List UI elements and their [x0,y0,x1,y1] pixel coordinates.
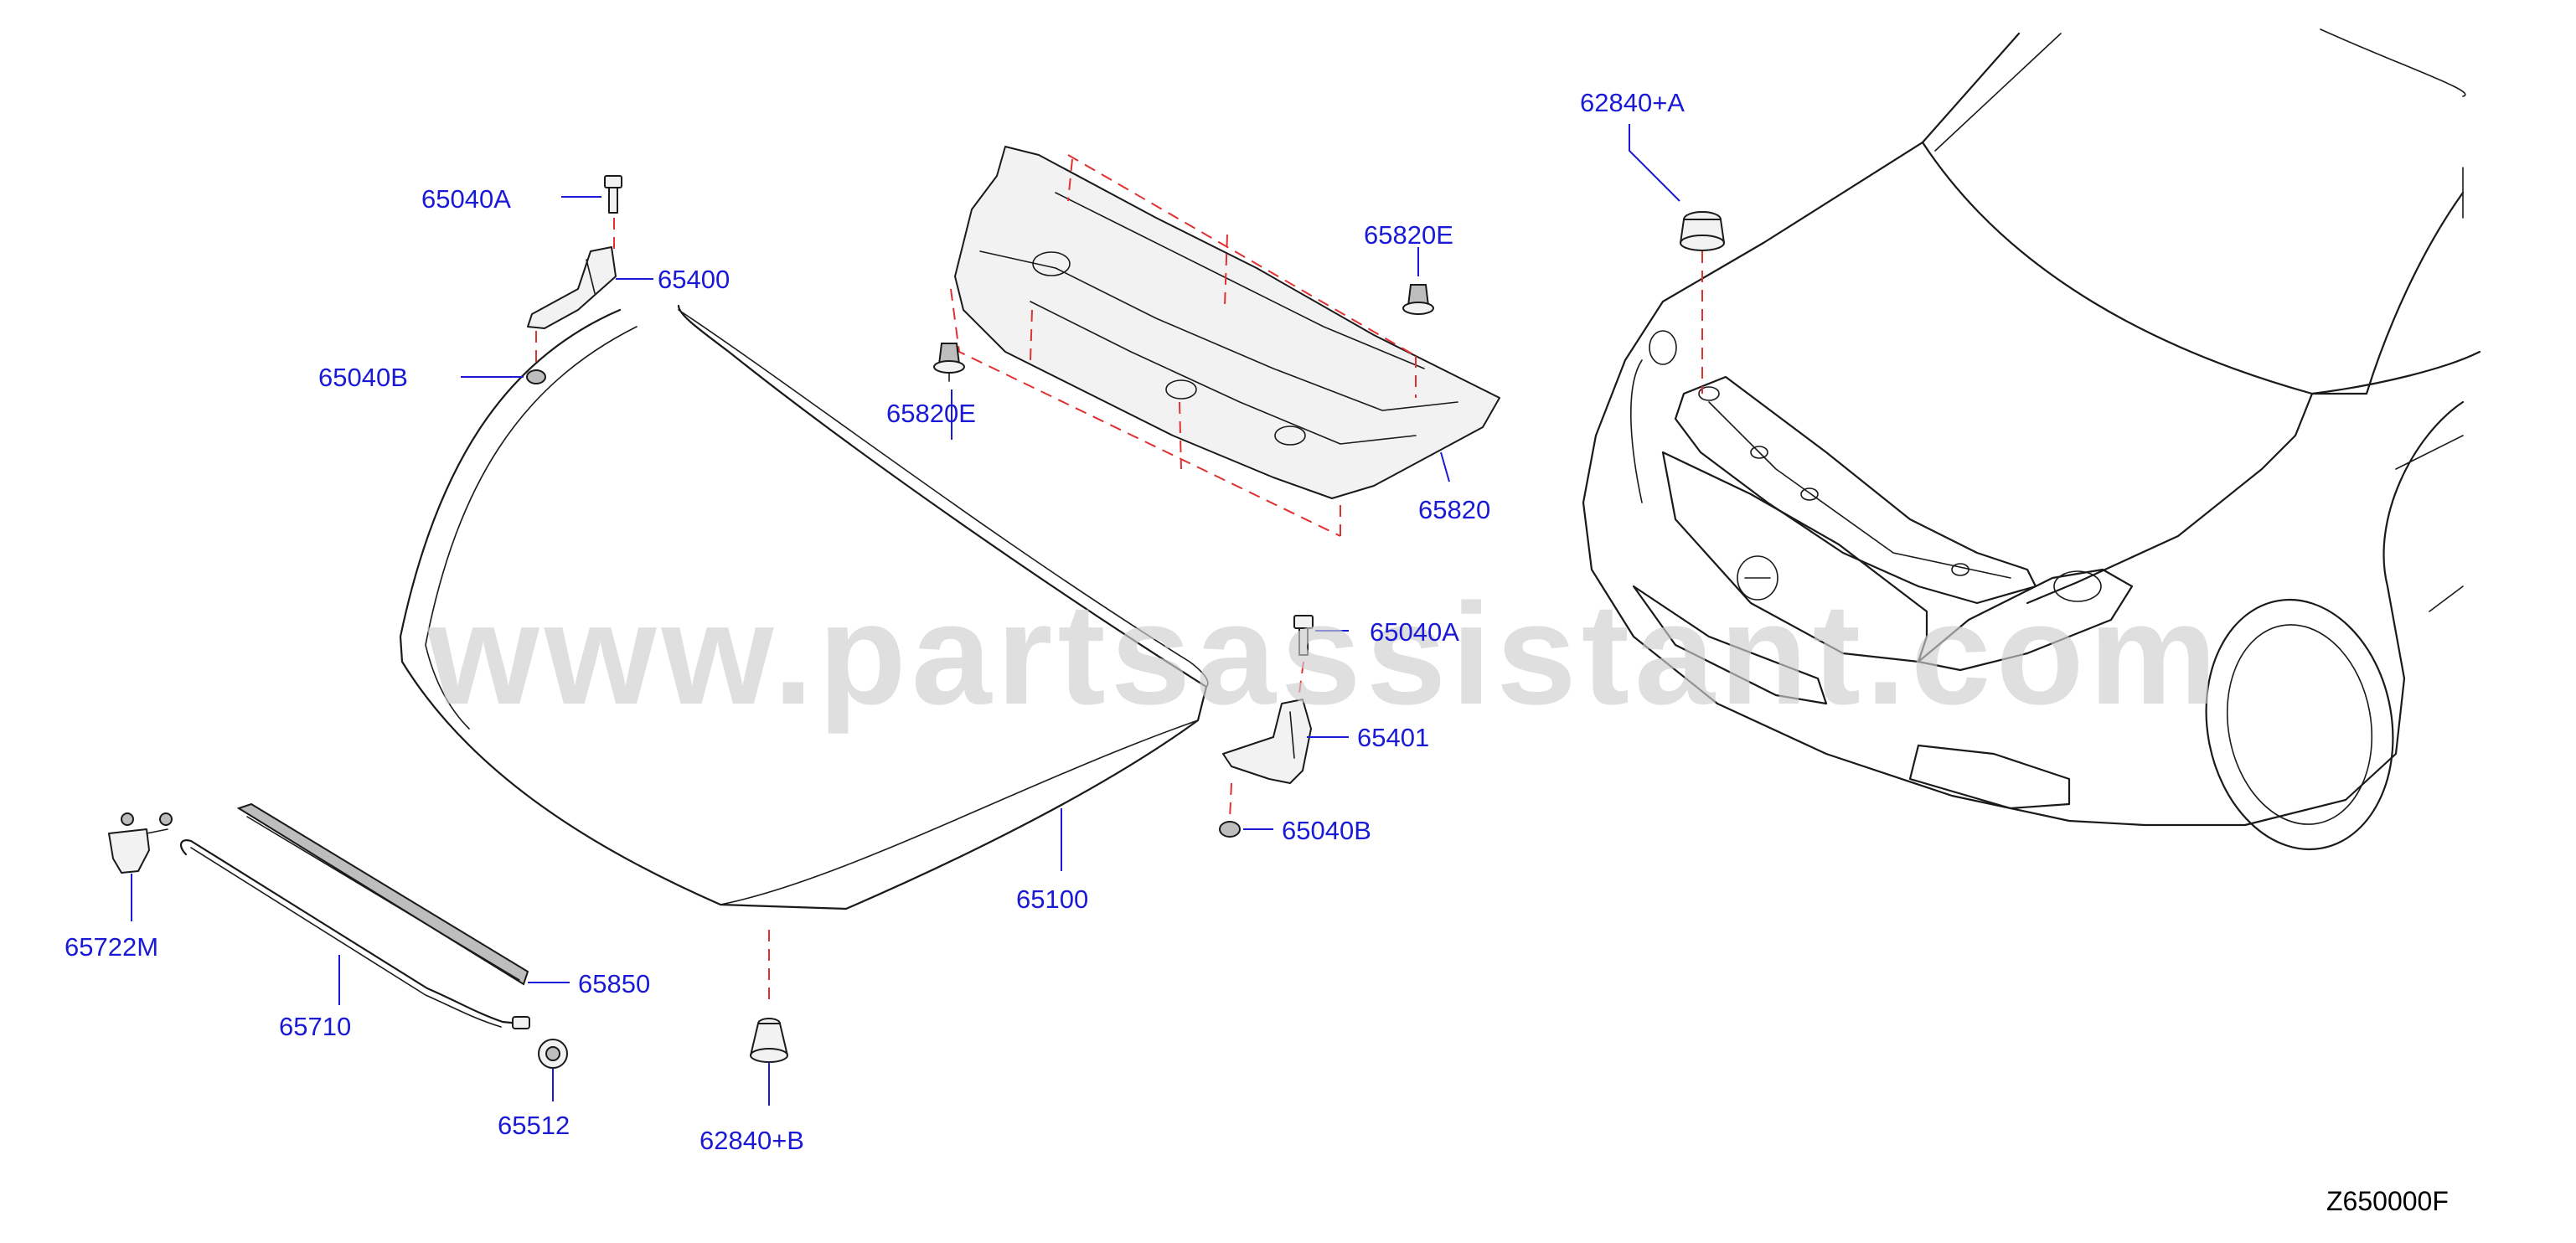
label-65401[interactable]: 65401 [1357,723,1429,752]
bolt-65040a-top[interactable] [604,175,622,214]
hood-hinge-right[interactable] [1222,699,1312,784]
clip-65820e-right[interactable] [1402,284,1434,315]
grommet-65512[interactable] [538,1039,568,1069]
nut-65040b-top[interactable] [526,369,546,384]
label-62840b[interactable]: 62840+B [699,1126,804,1155]
label-65100[interactable]: 65100 [1016,885,1088,914]
hood-stay-rod-65710[interactable] [179,839,530,1029]
watermark: www.partsassistant.com [426,574,2222,735]
hood-insulator[interactable] [954,146,1500,499]
hinge-right-guide [1298,661,1304,700]
label-65820e-left[interactable]: 65820E [886,399,976,428]
hinge-right-guide-lower [1229,782,1232,820]
clip-65820e-left[interactable] [933,343,965,382]
label-65400[interactable]: 65400 [658,265,730,294]
label-65820e-right[interactable]: 65820E [1364,220,1453,250]
bumper-62840b[interactable] [750,1018,788,1063]
label-65040b-mid[interactable]: 65040B [1282,816,1371,845]
bolt-65040a-mid[interactable] [1293,615,1314,656]
diagram-code: Z650000F [2326,1186,2449,1216]
hood-seal-65850[interactable] [236,802,529,986]
label-65040a-top[interactable]: 65040A [421,184,511,214]
label-65820[interactable]: 65820 [1418,495,1490,524]
bumper-62840a[interactable] [1680,211,1725,251]
hood-panel[interactable] [399,304,1209,910]
part-labels: 65040A 65400 65040B 65820E 65820E 65820 … [65,88,1685,1155]
label-65710[interactable]: 65710 [279,1012,351,1041]
label-65722m[interactable]: 65722M [65,932,158,962]
label-65850[interactable]: 65850 [578,969,650,998]
label-65512[interactable]: 65512 [498,1111,570,1140]
leader-lines [131,124,1680,1106]
insulator-guide-lines [950,154,1417,537]
hood-lock-65722m[interactable] [108,812,173,874]
vehicle-front-view [1582,28,2481,851]
hood-hinge-left[interactable] [527,246,617,329]
label-65040b-top[interactable]: 65040B [318,363,408,392]
nut-65040b-mid[interactable] [1219,821,1241,838]
label-62840a[interactable]: 62840+A [1580,88,1685,117]
label-65040a-mid[interactable]: 65040A [1370,617,1459,647]
